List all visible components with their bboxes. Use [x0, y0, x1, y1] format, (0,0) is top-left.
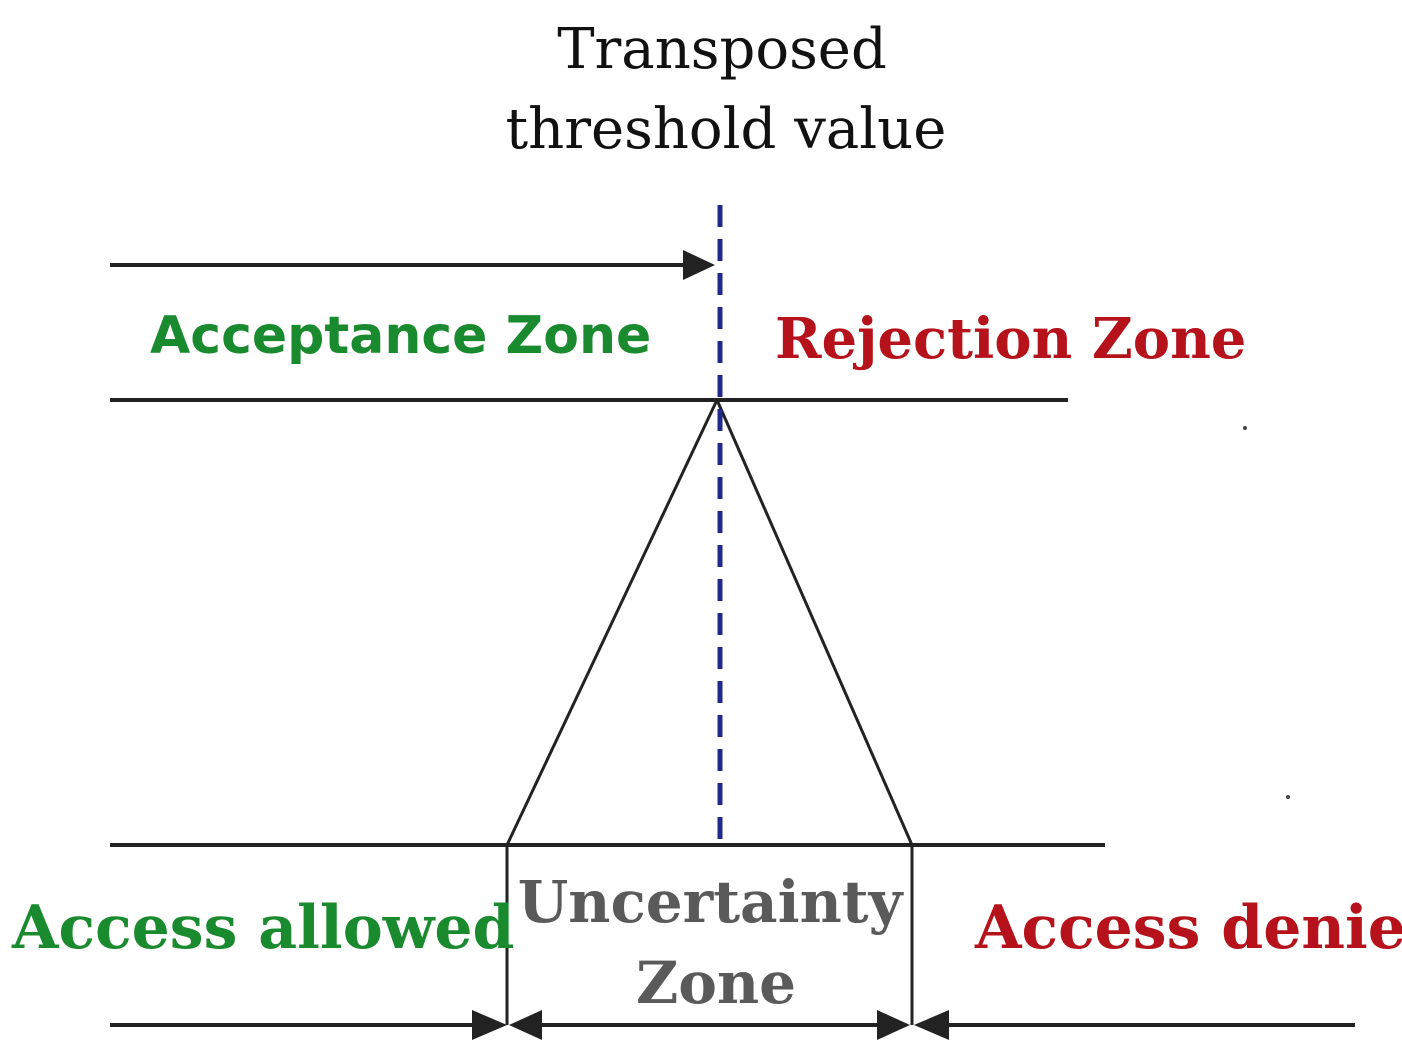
uncertainty-arrowhead-left: [509, 1010, 542, 1040]
speck-dot: [1243, 426, 1247, 430]
speck-dot: [1286, 795, 1290, 799]
bottom-left-arrowhead: [472, 1010, 507, 1040]
threshold-title-line1: Transposed: [557, 17, 887, 82]
bottom-right-arrowhead: [914, 1010, 949, 1040]
threshold-title-line2: threshold value: [506, 97, 947, 162]
top-arrowhead: [683, 250, 715, 280]
triangle-left-edge: [505, 399, 719, 846]
uncertainty-label-line1: Uncertainty: [518, 868, 905, 936]
uncertainty-arrowhead-right: [877, 1010, 910, 1040]
access-denied-label: Access denied: [974, 893, 1402, 963]
acceptance-zone-label: Acceptance Zone: [150, 306, 651, 366]
rejection-zone-label: Rejection Zone: [775, 306, 1246, 372]
uncertainty-label-line2: Zone: [636, 949, 796, 1017]
triangle-right-edge: [715, 399, 914, 846]
access-allowed-label: Access allowed: [11, 893, 515, 963]
